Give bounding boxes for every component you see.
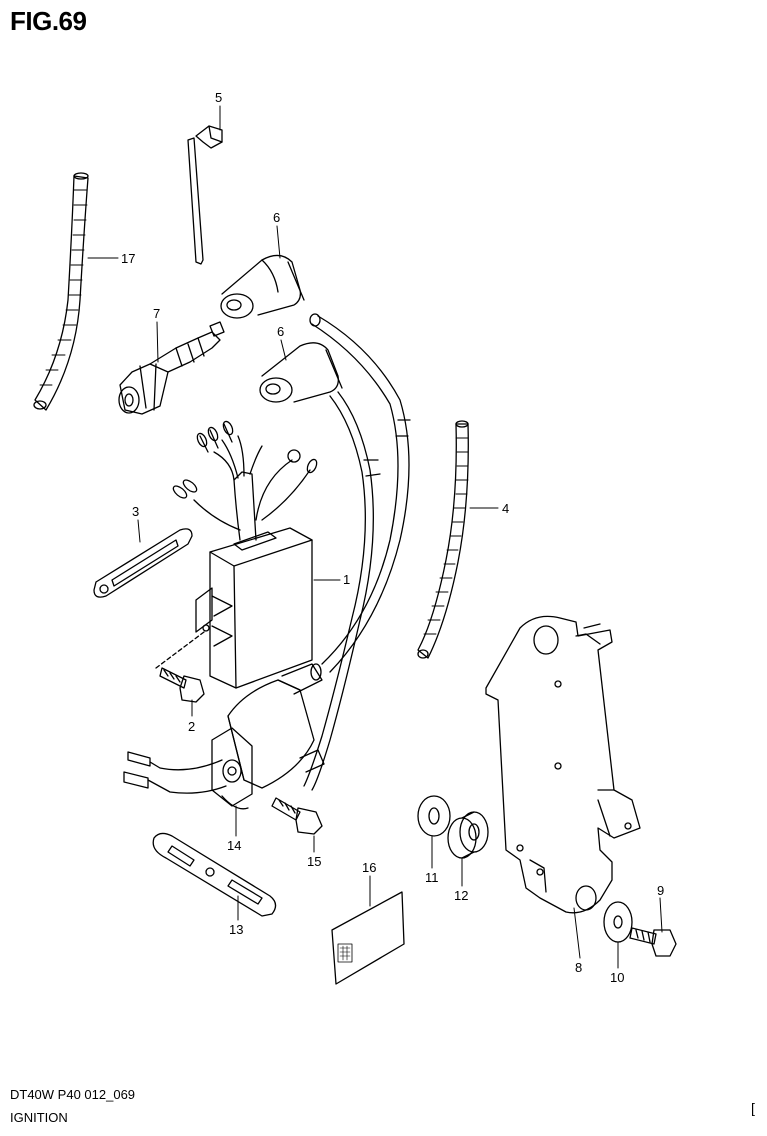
callout-6-lower: 6 xyxy=(277,324,284,339)
callout-7: 7 xyxy=(153,306,160,321)
callout-4: 4 xyxy=(502,501,509,516)
callout-11: 11 xyxy=(425,870,439,885)
corner-mark: [ xyxy=(751,1100,755,1116)
part-cdi-unit xyxy=(155,527,313,689)
callout-16: 16 xyxy=(362,860,376,875)
part-spark-plug xyxy=(118,321,225,415)
coil-wire-connectors xyxy=(123,751,227,794)
high-tension-leads xyxy=(303,313,411,791)
figure-title: FIG.69 xyxy=(10,6,87,36)
callout-15: 15 xyxy=(307,854,321,869)
callout-10: 10 xyxy=(610,970,624,985)
part-protector-tube-short xyxy=(417,420,469,659)
part-cable-tie xyxy=(187,125,223,265)
callout-8: 8 xyxy=(575,960,582,975)
callout-1: 1 xyxy=(343,572,350,587)
part-bracket xyxy=(485,615,641,914)
part-plug-cap-lower xyxy=(259,342,343,403)
callout-17: 17 xyxy=(121,251,135,266)
callout-12: 12 xyxy=(454,888,468,903)
figure-name: IGNITION xyxy=(10,1110,68,1125)
leader-lines xyxy=(87,105,663,969)
part-ignition-coil xyxy=(211,663,325,810)
callout-3: 3 xyxy=(132,504,139,519)
part-washer-small xyxy=(417,795,451,837)
part-bolt-coil xyxy=(271,797,323,835)
part-label xyxy=(331,891,405,985)
part-bolt-cdi xyxy=(159,667,205,703)
cdi-wire-harness xyxy=(172,420,318,541)
callout-13: 13 xyxy=(229,922,243,937)
part-clamp-lower xyxy=(152,832,277,917)
callout-5: 5 xyxy=(215,90,222,105)
part-grommet xyxy=(447,811,489,859)
callout-numbers: 5 17 6 7 6 4 3 1 2 14 15 16 11 12 13 9 8… xyxy=(121,90,664,985)
part-clamp-strap xyxy=(93,528,193,598)
figure-code: DT40W P40 012_069 xyxy=(10,1087,136,1102)
callout-6-upper: 6 xyxy=(273,210,280,225)
part-protector-tube-long xyxy=(33,172,89,411)
part-bolt-bracket xyxy=(629,927,677,957)
callout-2: 2 xyxy=(188,719,195,734)
callout-9: 9 xyxy=(657,883,664,898)
callout-14: 14 xyxy=(227,838,241,853)
part-washer-large xyxy=(603,901,633,943)
part-plug-cap-upper xyxy=(220,254,305,319)
